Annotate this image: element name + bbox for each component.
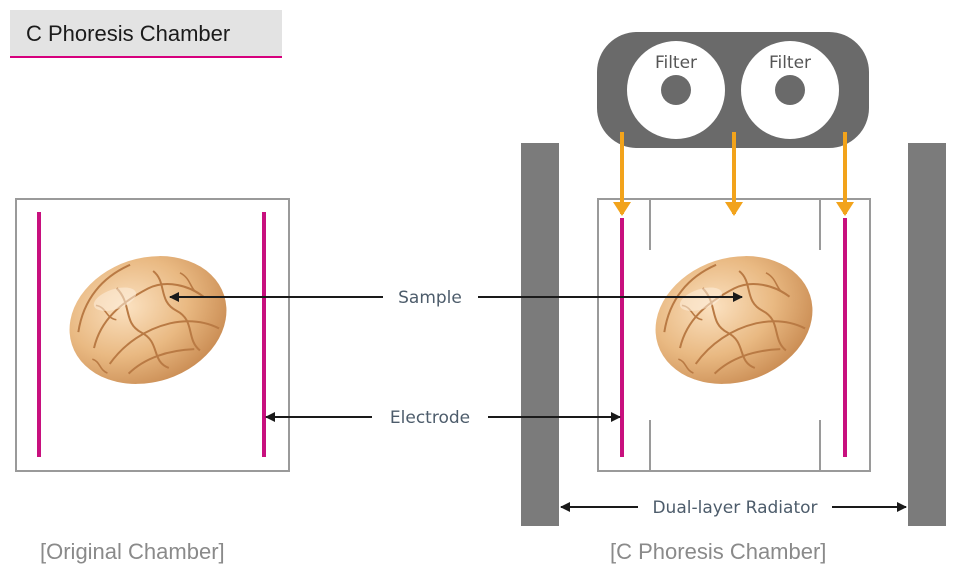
sample-label: Sample: [398, 288, 462, 308]
filter-core-right: [775, 75, 805, 105]
brain-icon: [637, 235, 831, 405]
filter-label-right: Filter: [769, 53, 811, 73]
original-chamber-frame: [15, 198, 290, 472]
filter-label-left: Filter: [655, 53, 697, 73]
brain-icon: [51, 235, 245, 405]
radiator-label: Dual-layer Radiator: [652, 498, 817, 518]
radiator-left: [521, 143, 559, 526]
electrode-label: Electrode: [390, 408, 470, 428]
original-chamber-caption: [Original Chamber]: [40, 539, 225, 564]
phoresis-chamber-caption: [C Phoresis Chamber]: [610, 539, 827, 564]
title-tab: C Phoresis Chamber: [10, 10, 282, 58]
filter-core-left: [661, 75, 691, 105]
radiator-right: [908, 143, 946, 526]
page-title: C Phoresis Chamber: [26, 21, 231, 46]
